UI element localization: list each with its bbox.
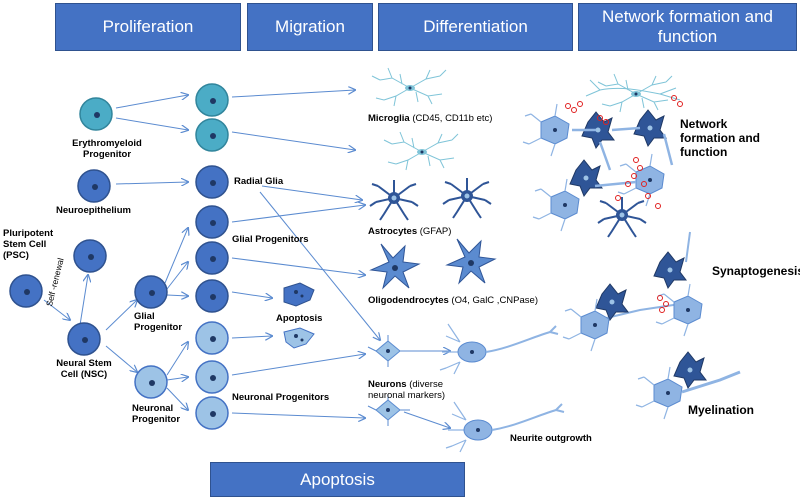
cell-migrating-teal-1 xyxy=(195,83,229,117)
label-psc: Pluripotent Stem Cell (PSC) xyxy=(3,228,54,261)
label-astrocytes-name: Astrocytes xyxy=(368,226,418,237)
label-glial-progenitor: Glial Progenitor xyxy=(134,311,183,333)
label-myelination: Myelination xyxy=(688,403,755,417)
header-network: Network formation and function xyxy=(578,3,797,51)
header-proliferation: Proliferation xyxy=(55,3,241,51)
cell-glial-1 xyxy=(195,205,229,239)
label-neuronal-progenitor: Neuronal Progenitor xyxy=(132,403,181,425)
label-oligodendrocytes-name: Oligodendrocytes xyxy=(368,295,449,306)
header-migration-text: Migration xyxy=(275,17,345,36)
header-differentiation-text: Differentiation xyxy=(423,17,528,36)
microglia-cell-1 xyxy=(371,67,447,107)
header-apoptosis-bar-text: Apoptosis xyxy=(300,469,375,489)
neuron-mature-1 xyxy=(439,323,559,375)
cell-neuronal-progenitor xyxy=(134,365,168,399)
myelination-cluster xyxy=(635,351,741,420)
label-neuroepithelium: Neuroepithelium xyxy=(56,205,131,216)
cell-migrating-teal-2 xyxy=(195,118,229,152)
label-synaptogenesis: Synaptogenesis xyxy=(712,264,800,278)
synapse-dots-network xyxy=(565,95,683,209)
cell-neuronal-3 xyxy=(195,396,229,430)
apoptotic-cell-1 xyxy=(283,282,315,307)
cell-psc xyxy=(9,274,43,308)
label-oligo-markers: (O4, GalC ,CNPase) xyxy=(451,295,538,306)
label-neurons-name: Neurons xyxy=(368,379,407,390)
label-astrocytes: Astrocytes (GFAP) xyxy=(368,226,451,237)
header-network-text: Network formation and function xyxy=(601,7,774,46)
neuron-mature-2 xyxy=(445,401,565,453)
synaptogenesis-cluster xyxy=(562,231,703,352)
label-glial-progenitors: Glial Progenitors xyxy=(232,234,309,245)
network-cluster xyxy=(522,73,681,238)
neuron-immature-1 xyxy=(367,334,411,368)
cell-neuroepithelium xyxy=(77,169,111,203)
cell-glial-2 xyxy=(195,241,229,275)
label-erythromyeloid: Erythromyeloid Progenitor xyxy=(72,138,142,160)
label-nsc: Neural Stem Cell (NSC) xyxy=(56,358,112,380)
cell-neuronal-2 xyxy=(195,360,229,394)
header-proliferation-text: Proliferation xyxy=(102,17,194,36)
label-microglia: Microglia (CD45, CD11b etc) xyxy=(368,113,492,124)
label-microglia-name: Microglia xyxy=(368,113,410,124)
header-migration: Migration xyxy=(247,3,373,51)
cell-nsc xyxy=(67,322,101,356)
microglia-cell-2 xyxy=(383,131,459,171)
oligodendrocyte-cell-1 xyxy=(370,243,420,289)
apoptotic-cell-2 xyxy=(283,327,315,349)
label-radial-glia: Radial Glia xyxy=(234,176,284,187)
astrocyte-cell-2 xyxy=(442,177,492,219)
cell-glial-3 xyxy=(195,279,229,313)
header-differentiation: Differentiation xyxy=(378,3,573,51)
label-neurons-markers: (diverse neuronal markers) xyxy=(368,379,446,401)
oligodendrocyte-cell-2 xyxy=(446,238,496,284)
header-apoptosis-bar: Apoptosis xyxy=(210,462,465,497)
label-neurons: Neurons (diverse neuronal markers) xyxy=(368,379,478,401)
arrows xyxy=(43,90,450,428)
label-apoptosis: Apoptosis xyxy=(276,313,323,324)
label-neuronal-progenitors: Neuronal Progenitors xyxy=(232,392,330,403)
cell-glial-progenitor xyxy=(134,275,168,309)
label-network-formation: Network formation and function xyxy=(680,117,760,159)
cell-erythromyeloid xyxy=(79,97,113,131)
label-neurite-outgrowth: Neurite outgrowth xyxy=(510,433,592,444)
label-oligodendrocytes: Oligodendrocytes (O4, GalC ,CNPase) xyxy=(368,295,538,306)
cell-radial-glia xyxy=(195,165,229,199)
cell-neuronal-1 xyxy=(195,321,229,355)
label-astrocytes-markers: (GFAP) xyxy=(419,226,452,237)
astrocyte-cell-1 xyxy=(369,179,419,221)
label-microglia-markers: (CD45, CD11b etc) xyxy=(412,113,493,124)
cell-self-renewal xyxy=(73,239,107,273)
